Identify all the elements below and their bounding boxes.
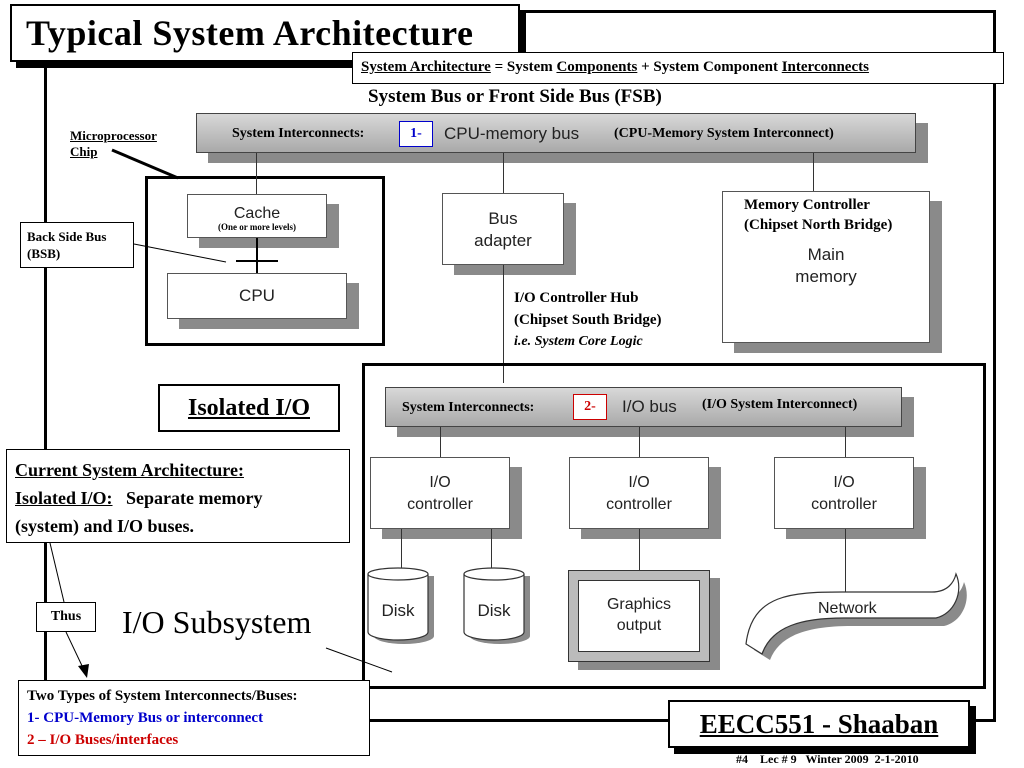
network-label: Network (818, 600, 877, 617)
disk-2-icon (463, 567, 530, 644)
disk2-link (491, 529, 492, 571)
current-line1: Current System Architecture: (15, 460, 244, 480)
io-ctrl3-link (845, 427, 846, 457)
interconnect-types-note: Two Types of System Interconnects/Buses:… (18, 680, 370, 756)
io-subsystem-box (362, 363, 986, 689)
disk-1-icon (367, 567, 434, 644)
bsb-link-bar (236, 260, 278, 262)
io-controller-3-line2: controller (811, 496, 877, 513)
main-memory-label: Main memory (722, 244, 930, 288)
course-label: EECC551 - Shaaban (699, 709, 939, 739)
cpu-label: CPU (239, 286, 275, 305)
ioch-line1: I/O Controller Hub (514, 290, 639, 306)
bus-adapter-box: Bus adapter (442, 193, 564, 265)
cache-label: Cache (233, 205, 281, 222)
ioch-line2: (Chipset South Bridge) (514, 312, 662, 328)
isolated-io-box: Isolated I/O (158, 384, 340, 432)
cpu-bus-desc: (CPU-Memory System Interconnect) (614, 126, 834, 141)
io-ctrl2-link (639, 427, 640, 457)
cpu-bus-number: 1- (399, 121, 433, 147)
types-line3: 2 – I/O Buses/interfaces (27, 732, 179, 748)
io-controller-3-line1: I/O (833, 474, 855, 491)
graphics-output-box: Graphics output (578, 580, 700, 652)
current-architecture-note: Current System Architecture: Isolated I/… (6, 449, 350, 543)
course-badge: EECC551 - Shaaban (668, 700, 970, 748)
adapter-io-link (503, 265, 504, 383)
thus-box: Thus (36, 602, 96, 632)
graphics-line1: Graphics (606, 596, 672, 613)
io-controller-1-line2: controller (407, 496, 473, 513)
graphics-output-frame: Graphics output (568, 570, 710, 662)
bus-adapter-line2: adapter (474, 231, 532, 250)
cache-bus-link (256, 153, 257, 195)
eq-components: Components (556, 59, 638, 75)
io-ctrl1-link (440, 427, 441, 457)
io-controller-hub-label: I/O Controller Hub (Chipset South Bridge… (514, 287, 662, 353)
memory-controller-label: Memory Controller (Chipset North Bridge) (744, 195, 892, 235)
eq-interconnects: Interconnects (781, 59, 869, 75)
slide-footer: #4 Lec # 9 Winter 2009 2-1-2010 (736, 752, 919, 766)
equation-box: System Architecture = System Components … (352, 52, 1004, 84)
memory-bus-link (813, 153, 814, 191)
adapter-bus-link (503, 153, 504, 193)
io-bus-label: System Interconnects: (402, 400, 535, 415)
cpu-bus-name: CPU-memory bus (444, 124, 580, 143)
types-line1: Two Types of System Interconnects/Buses: (27, 688, 298, 704)
memory-controller-line2: (Chipset North Bridge) (744, 217, 893, 233)
io-controller-3: I/O controller (774, 457, 914, 529)
io-bus-number: 2- (573, 394, 607, 420)
cpu-box: CPU (167, 273, 347, 319)
page-title: Typical System Architecture (26, 13, 474, 53)
io-controller-1-line1: I/O (429, 474, 451, 491)
io-controller-2-line1: I/O (628, 474, 650, 491)
bsb-note: Back Side Bus (BSB) (20, 222, 134, 268)
disk1-link (401, 529, 402, 571)
network-link (845, 529, 846, 593)
io-bus-name: I/O bus (622, 397, 677, 416)
disk-2-label: Disk (477, 601, 511, 620)
main-memory-box (722, 191, 930, 343)
eq-system-architecture: System Architecture (361, 59, 491, 75)
cache-sublabel: (One or more levels) (218, 222, 296, 232)
eq-part4: + System Component (637, 59, 782, 75)
graphics-link (639, 529, 640, 571)
graphics-line2: output (616, 617, 662, 634)
current-line2b: Separate memory (112, 488, 263, 508)
fsb-heading: System Bus or Front Side Bus (FSB) (368, 86, 662, 107)
slide-frame (44, 10, 996, 722)
io-bus (385, 387, 902, 427)
ioch-line3: i.e. System Core Logic (514, 334, 643, 349)
io-bus-desc: (I/O System Interconnect) (702, 397, 858, 412)
types-line2: 1- CPU-Memory Bus or interconnect (27, 710, 264, 726)
cpu-bus-label: System Interconnects: (232, 126, 365, 141)
network-icon (745, 572, 967, 660)
main-memory-line2: memory (795, 267, 857, 286)
micro-line2: Chip (70, 144, 98, 159)
io-controller-2-line2: controller (606, 496, 672, 513)
current-line2a: Isolated I/O: (15, 488, 113, 508)
micro-line1: Microprocessor (70, 128, 157, 143)
cpu-memory-bus (196, 113, 916, 153)
memory-controller-line1: Memory Controller (744, 197, 870, 213)
microprocessor-label: Microprocessor Chip (70, 128, 157, 160)
io-controller-1: I/O controller (370, 457, 510, 529)
current-line3: (system) and I/O buses. (15, 516, 195, 536)
main-memory-line1: Main (807, 245, 845, 264)
disk-1-label: Disk (381, 601, 415, 620)
bsb-line2: (BSB) (27, 246, 61, 261)
bsb-link-1 (256, 238, 258, 273)
cache-box: Cache (One or more levels) (187, 194, 327, 238)
bsb-line1: Back Side Bus (27, 229, 107, 244)
io-subsystem-title: I/O Subsystem (122, 604, 312, 640)
io-controller-2: I/O controller (569, 457, 709, 529)
bus-adapter-line1: Bus (488, 209, 518, 228)
eq-part2: = System (490, 59, 557, 75)
